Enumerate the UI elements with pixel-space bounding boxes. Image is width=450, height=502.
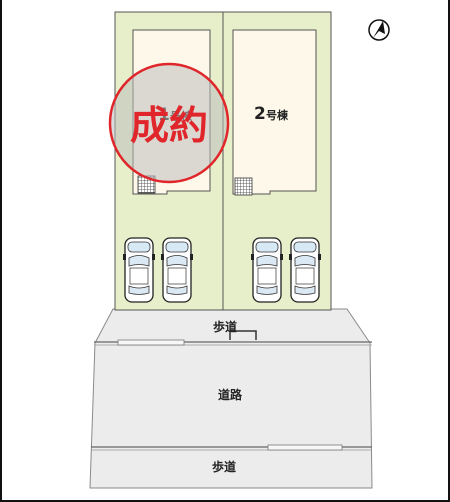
parking-cars — [123, 237, 321, 303]
north-arrow-icon — [368, 19, 390, 41]
sold-stamp: 成約 — [108, 62, 230, 184]
road-label: 道路 — [218, 387, 243, 402]
curb-cut-bottom — [267, 444, 343, 451]
sidewalk-label-top: 歩道 — [213, 319, 237, 334]
lot-2-label-suffix: 号棟 — [266, 108, 289, 122]
sold-stamp-text: 成約 — [130, 104, 208, 149]
parking-car-2 — [161, 237, 193, 303]
parking-car-4 — [289, 237, 321, 303]
curb-cut-top — [117, 339, 185, 346]
street-area — [89, 308, 373, 489]
parking-car-3 — [251, 237, 283, 303]
lot-2-house — [232, 29, 317, 195]
sidewalk-label-bottom: 歩道 — [212, 459, 236, 474]
utility-marker — [229, 330, 257, 340]
street-surface — [89, 308, 373, 489]
lot-2-label-num: 2 — [254, 104, 266, 124]
lot-2-grid-area — [234, 177, 253, 196]
sold-stamp-circle — [108, 62, 230, 184]
parking-car-1 — [123, 237, 155, 303]
